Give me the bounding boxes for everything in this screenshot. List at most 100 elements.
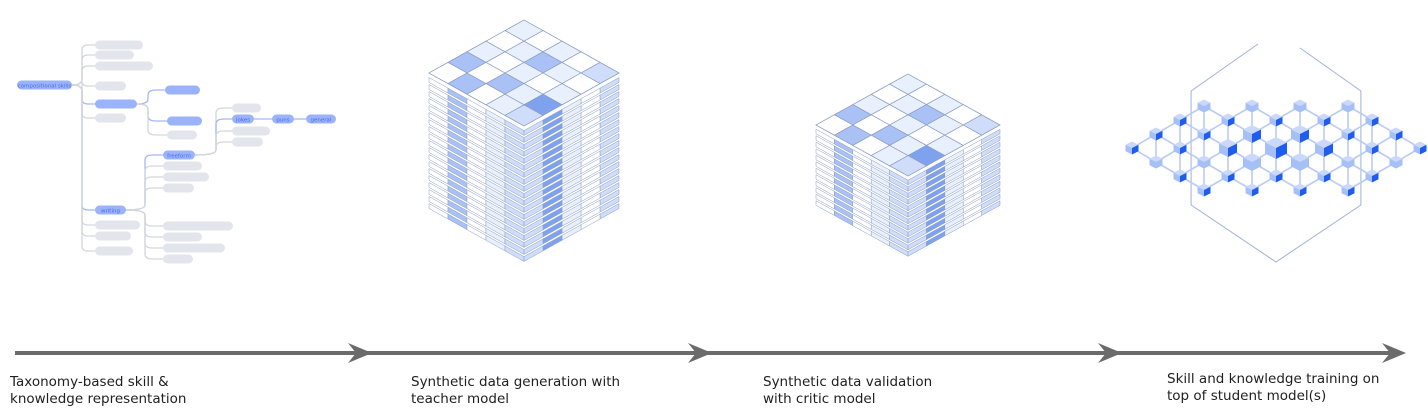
network-cube [1125, 141, 1139, 155]
stage-label-line: Synthetic data validation [763, 374, 933, 390]
tree-node-label: puns [276, 117, 289, 123]
stage-label-line: Synthetic data generation with [411, 374, 621, 390]
stack-tile [888, 155, 928, 177]
cube-right [1348, 158, 1355, 169]
stack-tile [504, 104, 544, 127]
cube-left [1243, 157, 1252, 171]
tree-connector-active [194, 118, 232, 156]
critic-data-stack [815, 73, 1001, 257]
cube-left [1317, 116, 1324, 127]
network-cube [1197, 99, 1211, 113]
cube-right [1228, 143, 1237, 157]
stack-layer-edge [523, 140, 544, 157]
tree-connector-active [136, 89, 165, 105]
network-cube [1265, 137, 1287, 159]
stack-layer-edge [523, 119, 544, 136]
cube-left [1173, 116, 1180, 127]
network-cube [1197, 127, 1211, 141]
tree-node [95, 61, 153, 71]
cube-left [1197, 186, 1204, 197]
stack-layer-edge [523, 147, 544, 164]
tree-connector [194, 130, 232, 156]
tree-node-label: writing [101, 208, 120, 214]
cube-left [1291, 129, 1300, 143]
cube-left [1173, 172, 1180, 183]
network-cube [1365, 141, 1379, 155]
tree-node [163, 243, 225, 253]
network-cube [1365, 113, 1379, 127]
network-cube [1413, 141, 1427, 155]
cube-right [1276, 172, 1283, 183]
tree-connector [125, 209, 163, 260]
network-cube [1389, 155, 1403, 169]
stage-label-line: with critic model [763, 391, 876, 407]
cube-right [1324, 143, 1333, 157]
tree-node [95, 231, 131, 241]
network-cube [1293, 99, 1307, 113]
cube-right [1396, 158, 1403, 169]
network-cube [1173, 169, 1187, 183]
network-cube [1149, 127, 1163, 141]
stack-layer-edge [523, 196, 544, 213]
tree-node-active [165, 85, 200, 95]
tree-connector [71, 80, 95, 92]
cube-right [1372, 172, 1379, 183]
network-cube [1269, 113, 1283, 127]
tree-node-active [95, 99, 137, 109]
stack-layer-edge [907, 169, 927, 186]
stack-layer-edge [523, 238, 544, 255]
tree-connector [125, 187, 163, 211]
cube-right [1300, 102, 1307, 113]
tree-connector [71, 84, 95, 237]
cube-left [1243, 129, 1252, 143]
network-cube [1173, 113, 1187, 127]
cube-right [1348, 102, 1355, 113]
cube-right [1156, 158, 1163, 169]
cube-right [1204, 158, 1211, 169]
tree-connector [71, 84, 95, 226]
tree-node-active [95, 205, 126, 215]
cube-left [1269, 172, 1276, 183]
arrowhead-icon [1098, 343, 1122, 363]
arrowhead-icon [348, 343, 372, 363]
cube-right [1252, 186, 1259, 197]
tree-node [163, 232, 202, 242]
stack-layer-edge [907, 189, 927, 205]
stage-label-line: knowledge representation [10, 391, 187, 407]
tree-connector [71, 84, 95, 119]
stage-label-line: top of student model(s) [1167, 388, 1327, 404]
tree-connector [71, 44, 95, 86]
tree-node [95, 220, 140, 230]
cube-left [1341, 130, 1348, 141]
cube-left [1265, 142, 1276, 159]
stage-label-generation: Synthetic data generation with teacher m… [411, 374, 620, 408]
cube-right [1300, 186, 1307, 197]
stack-layer-edge [523, 175, 544, 192]
stack-layer-edge [907, 195, 927, 212]
cube-right [1300, 129, 1309, 143]
tree-node [95, 113, 126, 123]
tree-root-node [17, 80, 72, 90]
tree-node [232, 126, 270, 136]
tree-node-label: general [311, 117, 332, 123]
network-cube [1317, 113, 1331, 127]
network-cube [1221, 169, 1235, 183]
cube-right [1204, 102, 1211, 113]
cube-left [1221, 172, 1228, 183]
tree-node [163, 172, 209, 182]
tree-node-active [167, 116, 202, 126]
stage-label-line: teacher model [411, 391, 510, 407]
cube-left [1245, 102, 1252, 113]
arrowhead-icon [688, 343, 712, 363]
cube-left [1149, 158, 1156, 169]
tree-node [163, 183, 194, 193]
tree-node [232, 137, 263, 147]
tree-connector-active [136, 103, 167, 122]
cube-left [1173, 144, 1180, 155]
cube-right [1324, 172, 1331, 183]
tree-node [163, 161, 202, 171]
network-cube [1291, 153, 1309, 171]
tree-node [95, 81, 126, 91]
network-cube [1293, 183, 1307, 197]
